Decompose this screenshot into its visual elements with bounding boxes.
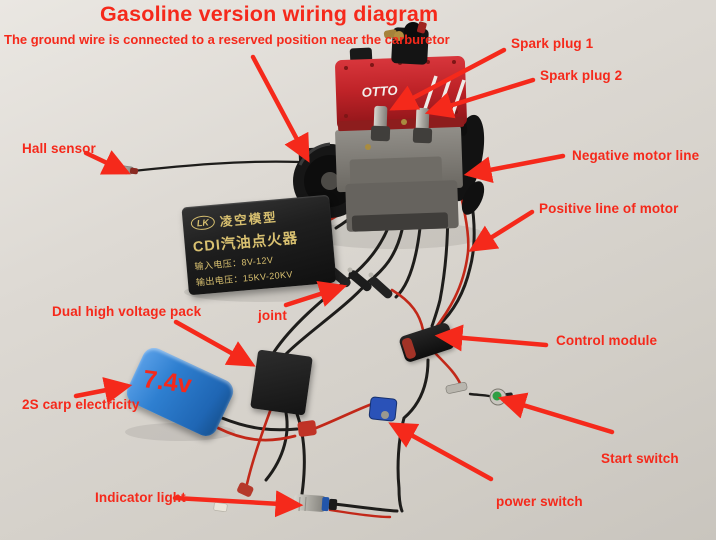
- white-connector: [213, 502, 228, 513]
- label-spark-plug-1: Spark plug 1: [511, 36, 594, 51]
- label-spark-plug-2: Spark plug 2: [540, 68, 623, 83]
- power-switch-nut: [381, 411, 389, 419]
- head-fitting: [349, 47, 373, 63]
- wire: [328, 508, 392, 519]
- indicator-light-ring: [321, 496, 330, 512]
- cdi-brand: 凌空模型: [219, 210, 279, 230]
- ground-wire-note: The ground wire is connected to a reserv…: [4, 32, 450, 47]
- label-power-switch: power switch: [496, 494, 583, 509]
- cdi-ignition-module: LK 凌空模型 CDI汽油点火器 输入电压：8V-12V 输出电压：15KV-2…: [181, 194, 337, 296]
- wire: [390, 288, 425, 332]
- label-joint: joint: [258, 308, 287, 323]
- wire: [264, 406, 289, 482]
- wire: [396, 358, 430, 513]
- brass-nut: [401, 119, 407, 125]
- head-gasket: [337, 116, 465, 132]
- brass-nut: [365, 144, 371, 150]
- wire: [332, 502, 399, 513]
- wire: [220, 416, 299, 432]
- flywheel-hub: [321, 172, 339, 190]
- start-switch-button: [492, 391, 502, 401]
- wire: [291, 402, 306, 496]
- hall-sensor-plug: [115, 164, 139, 175]
- engine-brand-text: OTTO: [361, 83, 398, 100]
- label-start-switch: Start switch: [601, 451, 679, 466]
- indicator-light-barrel: [293, 494, 327, 512]
- label-positive-motor-line: Positive line of motor: [539, 201, 679, 216]
- label-indicator-light: Indicator light: [95, 490, 186, 505]
- battery-voltage-text: 7.4v: [141, 365, 194, 399]
- label-control-module: Control module: [556, 333, 658, 348]
- wire: [432, 350, 464, 390]
- control-module-band: [400, 336, 417, 360]
- connector-tip: [368, 272, 374, 278]
- indicator-light-tail: [328, 498, 338, 511]
- cdi-logo: LK: [190, 214, 216, 231]
- label-dual-high-voltage-pack: Dual high voltage pack: [52, 304, 202, 319]
- hall-sensor-sleeve: [129, 167, 139, 175]
- brass-nipple: [394, 31, 404, 41]
- label-hall-sensor: Hall sensor: [22, 141, 96, 156]
- power-switch-body: [368, 396, 398, 422]
- carb-lever: [417, 21, 427, 34]
- t-plug-connector: [297, 420, 317, 437]
- indicator-thread: [304, 496, 307, 512]
- wire: [284, 281, 369, 356]
- spark-plug-2-cap: [412, 127, 433, 144]
- wire: [245, 404, 274, 486]
- brass-fitting: [383, 29, 398, 39]
- diagram-title: Gasoline version wiring diagram: [100, 2, 439, 26]
- carburetor-bell: [404, 22, 422, 40]
- red-connector: [237, 482, 254, 497]
- dual-high-voltage-pack: [250, 349, 313, 416]
- spark-plug-1: [373, 105, 388, 131]
- battery-shadow: [125, 423, 235, 441]
- spade-terminal: [445, 382, 468, 394]
- joint-connector: [348, 270, 372, 292]
- spark-plug-1-cap: [370, 125, 391, 142]
- wire: [468, 392, 491, 398]
- label-negative-motor-line: Negative motor line: [572, 148, 700, 163]
- wire: [314, 402, 374, 430]
- engine-base: [351, 212, 449, 232]
- connector-tip: [347, 267, 353, 273]
- exhaust-fin: [461, 181, 485, 215]
- crankcase-shade: [349, 156, 443, 188]
- label-battery-type: 2S carp electricity: [22, 397, 140, 412]
- joint-connector: [369, 276, 393, 299]
